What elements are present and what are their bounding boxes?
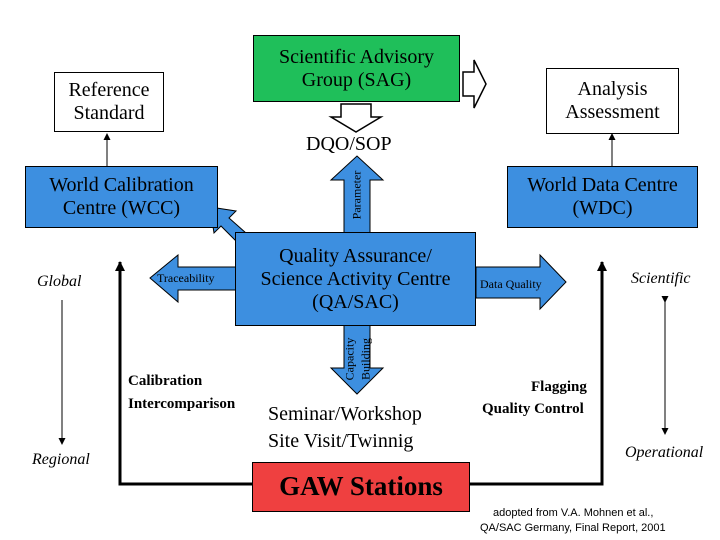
calibration-label: Calibration xyxy=(128,373,203,389)
scientific-label: Scientific xyxy=(631,270,691,287)
data-quality-label: Data Quality xyxy=(480,277,542,291)
traceability-left-arrow xyxy=(149,253,238,304)
operational-label: Operational xyxy=(625,444,704,461)
qasac-box: Quality Assurance/ Science Activity Cent… xyxy=(235,232,476,326)
seminar-label: Seminar/Workshop xyxy=(268,403,422,425)
parameter-label: Parameter xyxy=(349,170,364,220)
qasac-line2: Science Activity Centre xyxy=(260,267,451,290)
reference-line2: Standard xyxy=(73,102,145,124)
regional-label: Regional xyxy=(32,451,90,468)
wdc-box: World Data Centre (WDC) xyxy=(507,166,698,228)
data-quality-right-arrow xyxy=(475,253,567,311)
sag-down-block-arrow xyxy=(328,103,384,133)
dqo-sop-label: DQO/SOP xyxy=(306,133,392,155)
wdc-line1: World Data Centre xyxy=(527,174,678,196)
gaw-label: GAW Stations xyxy=(279,471,443,502)
global-label: Global xyxy=(37,273,82,290)
sag-line2: Group (SAG) xyxy=(301,68,412,91)
wcc-line2: Centre (WCC) xyxy=(62,197,181,219)
wcc-box: World Calibration Centre (WCC) xyxy=(25,166,218,228)
credit-line2: QA/SAC Germany, Final Report, 2001 xyxy=(480,522,666,534)
gaw-to-wdc-loop-arrow xyxy=(470,261,607,486)
gaw-to-wcc-loop-arrow xyxy=(115,261,252,486)
analysis-line2: Assessment xyxy=(565,101,660,123)
reference-line1: Reference xyxy=(68,79,150,101)
analysis-assessment-box: Analysis Assessment xyxy=(546,68,679,134)
capacity-label: Capacity xyxy=(342,337,357,381)
capacity-down-arrow xyxy=(329,322,385,395)
building-label: Building xyxy=(358,337,373,381)
credit-line1: adopted from V.A. Mohnen et al., xyxy=(493,507,654,519)
intercomparison-label: Intercomparison xyxy=(128,396,236,412)
flagging-label: Flagging xyxy=(531,379,587,395)
wcc-line1: World Calibration xyxy=(49,174,194,196)
qasac-line3: (QA/SAC) xyxy=(312,290,399,313)
qasac-line1: Quality Assurance/ xyxy=(279,244,432,267)
wdc-line2: (WDC) xyxy=(572,197,633,219)
parameter-up-arrow xyxy=(329,155,385,234)
analysis-line1: Analysis xyxy=(577,78,648,100)
traceability-label: Traceability xyxy=(157,271,215,285)
gaw-stations-box: GAW Stations xyxy=(252,462,470,512)
reference-standard-box: Reference Standard xyxy=(54,72,164,132)
quality-control-label: Quality Control xyxy=(482,401,584,417)
sag-line1: Scientific Advisory xyxy=(279,45,434,68)
site-visit-label: Site Visit/Twinnig xyxy=(268,430,414,452)
sag-right-block-arrow xyxy=(462,59,487,109)
sag-box: Scientific Advisory Group (SAG) xyxy=(253,35,460,102)
